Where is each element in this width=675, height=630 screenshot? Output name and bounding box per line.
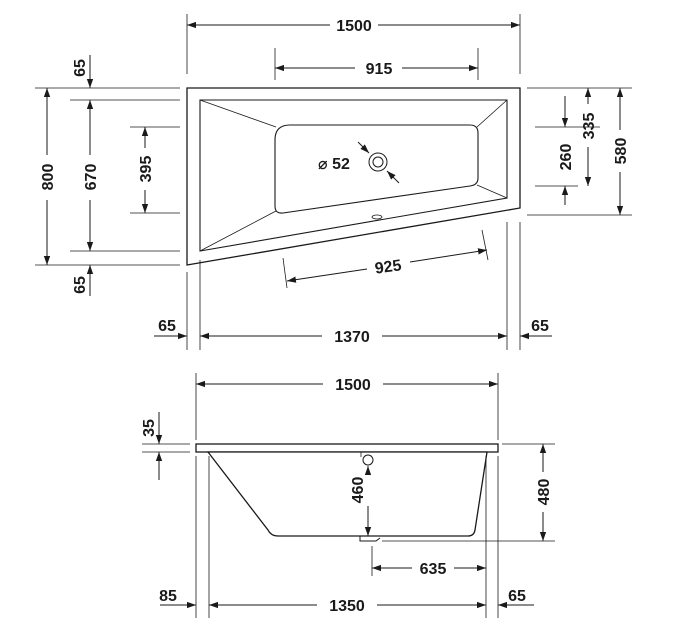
tub-top-outline: [186, 87, 521, 266]
dim-line: [286, 268, 368, 283]
dim-drain-offset: 635: [420, 561, 447, 578]
dim-rim-left: 65: [158, 318, 176, 335]
tub-side-body: [206, 451, 488, 537]
top-view: ⌀ 52 1500 915 800 670 395 65: [35, 14, 632, 350]
drain-outer: [368, 152, 388, 172]
tub-top-slope-line: [476, 99, 508, 128]
dim-depth-right: 580: [613, 138, 630, 165]
side-drain: [359, 536, 381, 542]
ext-line: [282, 257, 288, 289]
overflow-mark: [371, 214, 383, 220]
dim-inner-top: 915: [366, 61, 393, 78]
dim-inner-depth: 670: [83, 164, 100, 191]
dim-depth-overall: 800: [40, 164, 57, 191]
dim-rim-top: 65: [72, 59, 89, 77]
drain-diameter-label: ⌀ 52: [318, 156, 350, 173]
side-overflow: [362, 454, 374, 466]
dim-right-basin: 260: [558, 144, 575, 171]
dim-rim-bottom: 65: [72, 276, 89, 294]
dim-right-inner: 335: [581, 113, 598, 140]
tub-top-slope-line: [199, 99, 277, 128]
dim-basin-depth: 395: [138, 156, 155, 183]
dim-rim-right: 65: [531, 318, 549, 335]
dim-base-width: 1350: [329, 598, 365, 615]
dim-right-offset: 65: [508, 588, 526, 605]
tub-side-rim: [195, 443, 499, 453]
ext-line: [481, 229, 489, 261]
tub-top-slope-line: [199, 210, 277, 252]
dim-overall-height: 480: [536, 479, 553, 506]
dim-inner-bottom: 925: [374, 257, 403, 278]
dim-side-width-overall: 1500: [335, 377, 371, 394]
tub-top-slope-line: [476, 184, 508, 199]
dim-inner-width: 1370: [334, 329, 370, 346]
dim-line: [409, 248, 488, 263]
drain-leader: [357, 141, 370, 154]
dim-basin-height: 460: [350, 477, 367, 504]
drain-leader: [386, 170, 400, 184]
tub-top-basin-floor: [274, 124, 479, 214]
drain-inner: [372, 156, 384, 168]
dim-width-overall: 1500: [336, 18, 372, 35]
dim-rim-thickness: 35: [141, 419, 158, 437]
dim-left-offset: 85: [159, 588, 177, 605]
side-view: 1500 35 460 480 635 1350 85: [141, 373, 555, 618]
